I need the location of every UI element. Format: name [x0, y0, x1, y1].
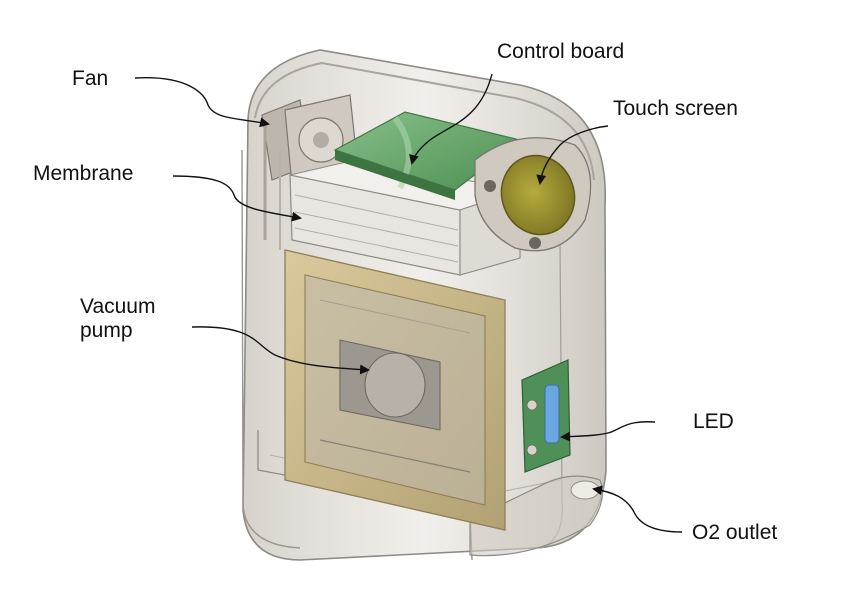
fan-leader [134, 77, 270, 128]
membrane-label: Membrane [33, 162, 134, 185]
o2-outlet-label: O2 outlet [692, 521, 778, 544]
vacuum-pump-label: Vacuum pump [80, 295, 155, 343]
led-leader [560, 421, 656, 442]
touch-screen [474, 137, 592, 252]
fan-label: Fan [72, 67, 109, 90]
vacuum-pump-leader [191, 326, 370, 375]
led-label: LED [693, 410, 734, 433]
touch-screen-label: Touch screen [613, 97, 738, 120]
membrane-leader [172, 175, 302, 222]
control-board-label: Control board [497, 40, 625, 63]
touch-screen-leader [536, 125, 609, 185]
o2-outlet-leader [592, 485, 683, 533]
control-board-leader [409, 73, 493, 165]
vacuum-pump-label-line1: Vacuum [80, 295, 156, 318]
vacuum-pump [284, 249, 506, 531]
callout-lines [134, 73, 683, 533]
led-board [521, 359, 571, 473]
vacuum-pump-label-line2: pump [80, 319, 133, 343]
membrane-module [289, 159, 521, 276]
fan [261, 94, 359, 250]
